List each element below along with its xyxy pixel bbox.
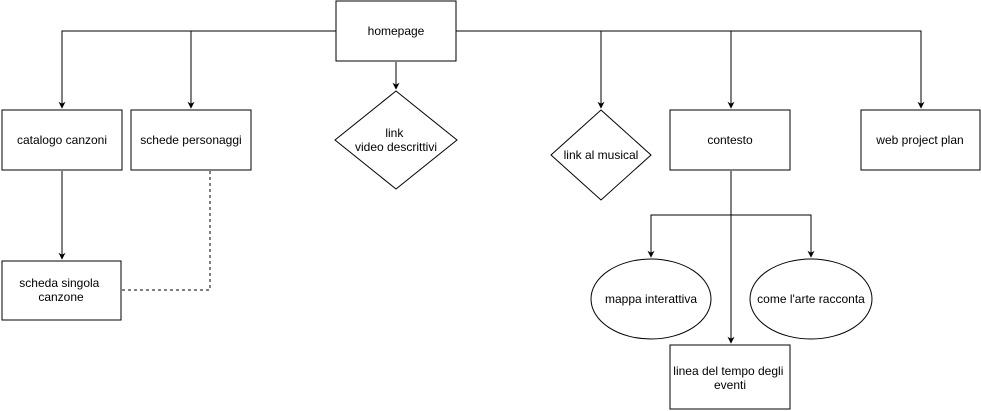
label-scheda-singola-line1: scheda singola xyxy=(19,276,99,290)
label-catalogo-canzoni: catalogo canzoni xyxy=(17,133,107,147)
label-linea-del-tempo: linea del tempo degli eventi xyxy=(673,364,786,392)
edge-schede-scheda-singola-dashed xyxy=(121,171,211,291)
node-scheda-singola-canzone xyxy=(1,260,122,321)
connectors xyxy=(58,30,925,344)
node-link-video-descrittivi xyxy=(334,90,458,190)
label-linea-tempo-line2: eventi xyxy=(714,378,746,392)
label-scheda-singola-line2: canzone xyxy=(38,290,84,304)
label-link-video: link video descrittivi xyxy=(355,126,437,154)
node-come-arte-racconta xyxy=(749,258,873,340)
node-mappa-interattiva xyxy=(590,258,712,340)
node-homepage xyxy=(335,0,457,62)
edge-homepage-right xyxy=(456,30,925,109)
label-scheda-singola: scheda singola canzone xyxy=(19,276,102,304)
node-link-al-musical xyxy=(550,109,652,201)
node-web-project-plan xyxy=(860,109,981,171)
node-linea-del-tempo xyxy=(669,344,791,410)
label-come-arte-racconta: come l'arte racconta xyxy=(757,292,865,306)
node-schede-personaggi xyxy=(130,109,252,171)
label-mappa-interattiva: mappa interattiva xyxy=(605,292,697,306)
node-catalogo-canzoni xyxy=(1,109,123,171)
label-link-video-line1: link xyxy=(385,126,404,140)
label-contesto: contesto xyxy=(707,133,753,147)
edge-contesto-split xyxy=(650,214,812,257)
label-linea-tempo-line1: linea del tempo degli xyxy=(673,364,783,378)
label-homepage: homepage xyxy=(368,24,425,38)
label-web-project-plan: web project plan xyxy=(875,133,963,147)
node-contesto xyxy=(669,109,791,171)
edge-homepage-catalogo xyxy=(58,30,336,109)
label-link-video-line2: video descrittivi xyxy=(355,140,437,154)
label-link-al-musical: link al musical xyxy=(564,148,639,162)
label-schede-personaggi: schede personaggi xyxy=(140,133,241,147)
